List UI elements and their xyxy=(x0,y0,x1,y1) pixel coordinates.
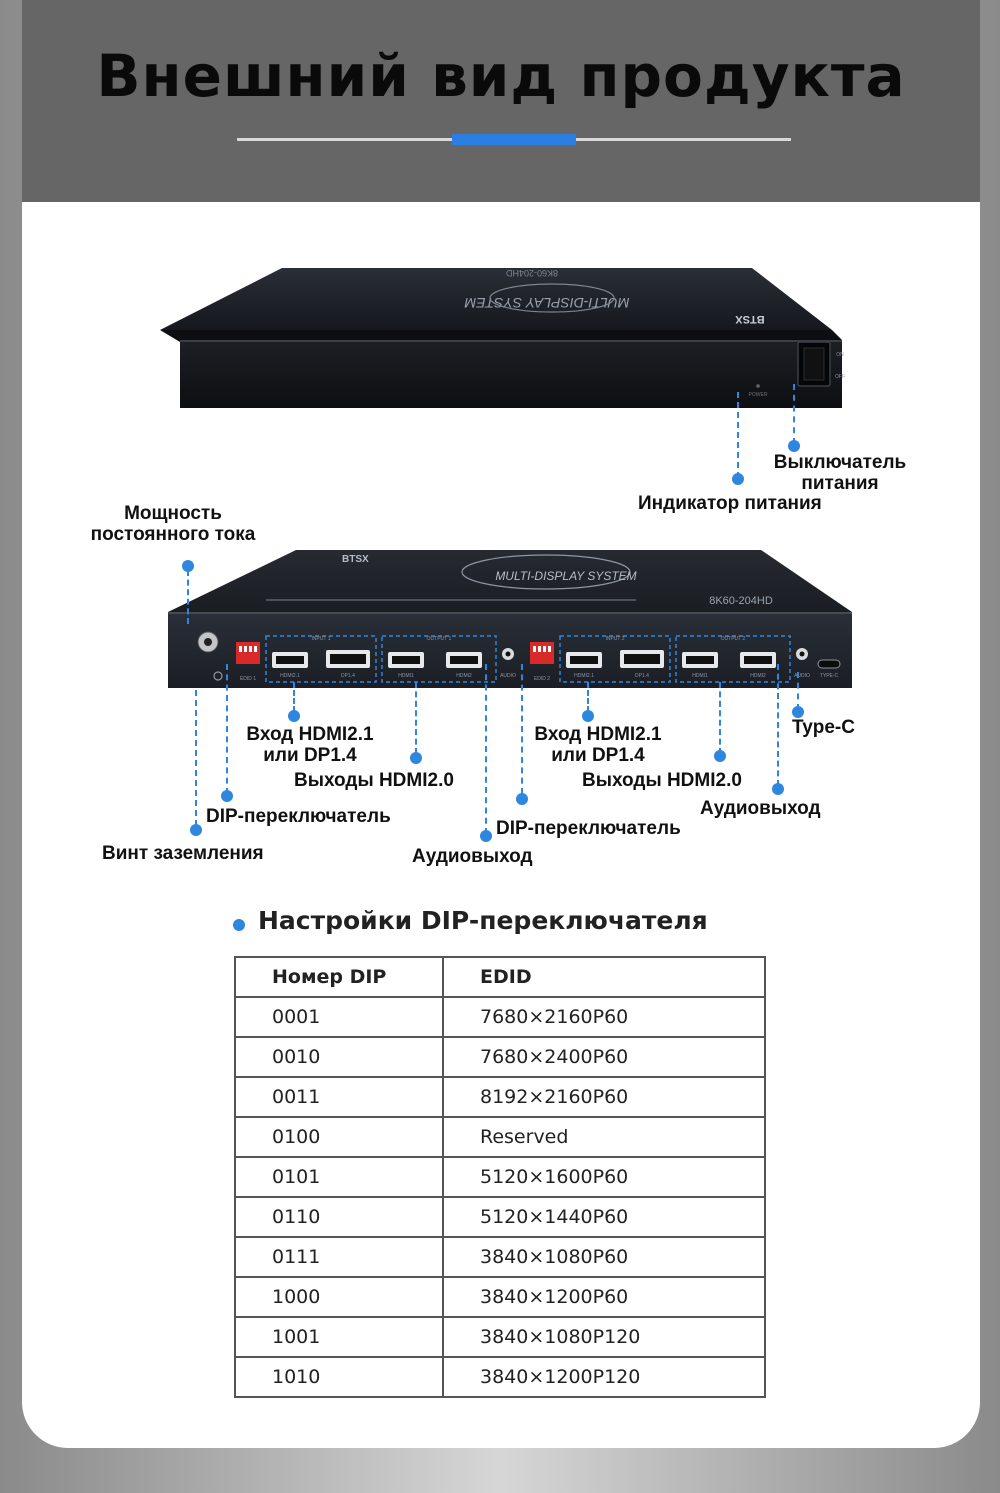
section-bullet xyxy=(233,919,245,931)
dip-switch-2 xyxy=(530,642,554,664)
front-logo-text: BTSX xyxy=(735,313,765,325)
dip-switch-label-2: DIP-переключатель xyxy=(496,818,681,839)
svg-text:HDMI2.1: HDMI2.1 xyxy=(280,673,300,679)
dip-code-cell: 1000 xyxy=(234,1276,444,1318)
power-led-label: POWER xyxy=(749,392,768,398)
power-switch-label: Выключатель питания xyxy=(773,452,907,494)
edid-cell: 5120×1600P60 xyxy=(442,1156,766,1198)
edid-cell: 5120×1440P60 xyxy=(442,1196,766,1238)
ground-screw xyxy=(213,671,223,681)
svg-text:HDMI1: HDMI1 xyxy=(398,673,414,679)
dip-code-cell: 0011 xyxy=(234,1076,444,1118)
svg-text:DP1.4: DP1.4 xyxy=(341,673,355,679)
svg-text:INPUT 2: INPUT 2 xyxy=(605,636,624,642)
svg-text:OUTPUT 2: OUTPUT 2 xyxy=(721,636,746,642)
dc-power-label: Мощность постоянного тока xyxy=(90,503,256,545)
dip-switch-label-1: DIP-переключатель xyxy=(206,806,391,827)
svg-text:AUDIO: AUDIO xyxy=(500,673,516,679)
typec-port xyxy=(817,659,841,669)
svg-text:DP1.4: DP1.4 xyxy=(635,673,649,679)
edid-cell: 7680×2160P60 xyxy=(442,996,766,1038)
svg-text:HDMI2: HDMI2 xyxy=(750,673,766,679)
svg-text:EDID 1: EDID 1 xyxy=(240,676,256,682)
dip-code-cell: 0101 xyxy=(234,1156,444,1198)
svg-text:OFF: OFF xyxy=(835,374,845,380)
device-top-surface xyxy=(160,268,832,330)
dip-code-cell: 1010 xyxy=(234,1356,444,1398)
edid-cell: Reserved xyxy=(442,1116,766,1158)
edid-cell: 7680×2400P60 xyxy=(442,1036,766,1078)
input-group-1 xyxy=(265,635,377,683)
rear-brand-text: MULTI-DISPLAY SYSTEM xyxy=(495,569,636,583)
device-rear-view: BTSX MULTI-DISPLAY SYSTEM 8K60-204HD EDI… xyxy=(168,550,852,688)
edid-cell: 3840×1200P120 xyxy=(442,1356,766,1398)
rear-model-text: 8K60-204HD xyxy=(709,595,773,607)
edid-cell: 3840×1080P120 xyxy=(442,1316,766,1358)
svg-text:AUDIO: AUDIO xyxy=(794,673,810,679)
dip-code-cell: 0010 xyxy=(234,1036,444,1078)
svg-text:EDID 2: EDID 2 xyxy=(534,676,550,682)
input-group-2 xyxy=(559,635,671,683)
front-brand-text: MULTI-DISPLAY SYSTEM xyxy=(464,295,629,311)
column-header-dip: Номер DIP xyxy=(234,956,444,998)
title-accent-bar xyxy=(452,134,576,145)
device-front-view: MULTI-DISPLAY SYSTEM 8K60-204HD BTSX POW… xyxy=(160,268,845,408)
power-indicator-label: Индикатор питания xyxy=(638,493,822,514)
output-group-1 xyxy=(381,635,497,683)
edid-cell: 8192×2160P60 xyxy=(442,1076,766,1118)
input-label-2: Вход HDMI2.1 или DP1.4 xyxy=(534,724,662,766)
outputs-label-1: Выходы HDMI2.0 xyxy=(294,770,454,791)
svg-text:ON: ON xyxy=(836,352,844,358)
device-front-panel xyxy=(180,340,842,408)
power-switch-marker xyxy=(788,440,800,452)
svg-text:HDMI2: HDMI2 xyxy=(456,673,472,679)
dip-code-cell: 0111 xyxy=(234,1236,444,1278)
header-banner: Внешний вид продукта xyxy=(22,0,980,202)
audio-out-label-1: Аудиовыход xyxy=(412,846,533,867)
svg-text:HDMI2.1: HDMI2.1 xyxy=(574,673,594,679)
page-title: Внешний вид продукта xyxy=(96,42,906,110)
table-header-row: Номер DIP EDID xyxy=(234,956,766,998)
outputs-label-2: Выходы HDMI2.0 xyxy=(582,770,742,791)
input-label-1: Вход HDMI2.1 или DP1.4 xyxy=(246,724,374,766)
column-header-edid: EDID xyxy=(442,956,766,998)
svg-text:INPUT 1: INPUT 1 xyxy=(311,636,330,642)
audio-out-label-2: Аудиовыход xyxy=(700,798,821,819)
dip-code-cell: 1001 xyxy=(234,1316,444,1358)
power-indicator-marker xyxy=(732,473,744,485)
edid-cell: 3840×1200P60 xyxy=(442,1276,766,1318)
output-group-2 xyxy=(675,635,791,683)
svg-text:TYPE-C: TYPE-C xyxy=(820,673,839,679)
svg-text:HDMI1: HDMI1 xyxy=(692,673,708,679)
product-card: Внешний вид продукта MULTI-DISPLAY SYSTE… xyxy=(22,0,980,1448)
dip-code-cell: 0001 xyxy=(234,996,444,1038)
ground-screw-label: Винт заземления xyxy=(102,843,264,864)
svg-text:OUTPUT 1: OUTPUT 1 xyxy=(427,636,452,642)
rear-logo-text: BTSX xyxy=(342,554,369,565)
typec-label: Type-C xyxy=(792,717,855,738)
dip-switch-1 xyxy=(236,642,260,664)
front-model-text: 8K60-204HD xyxy=(505,268,558,278)
edid-cell: 3840×1080P60 xyxy=(442,1236,766,1278)
dip-code-cell: 0110 xyxy=(234,1196,444,1238)
dip-code-cell: 0100 xyxy=(234,1116,444,1158)
dip-settings-heading: Настройки DIP-переключателя xyxy=(258,906,708,935)
